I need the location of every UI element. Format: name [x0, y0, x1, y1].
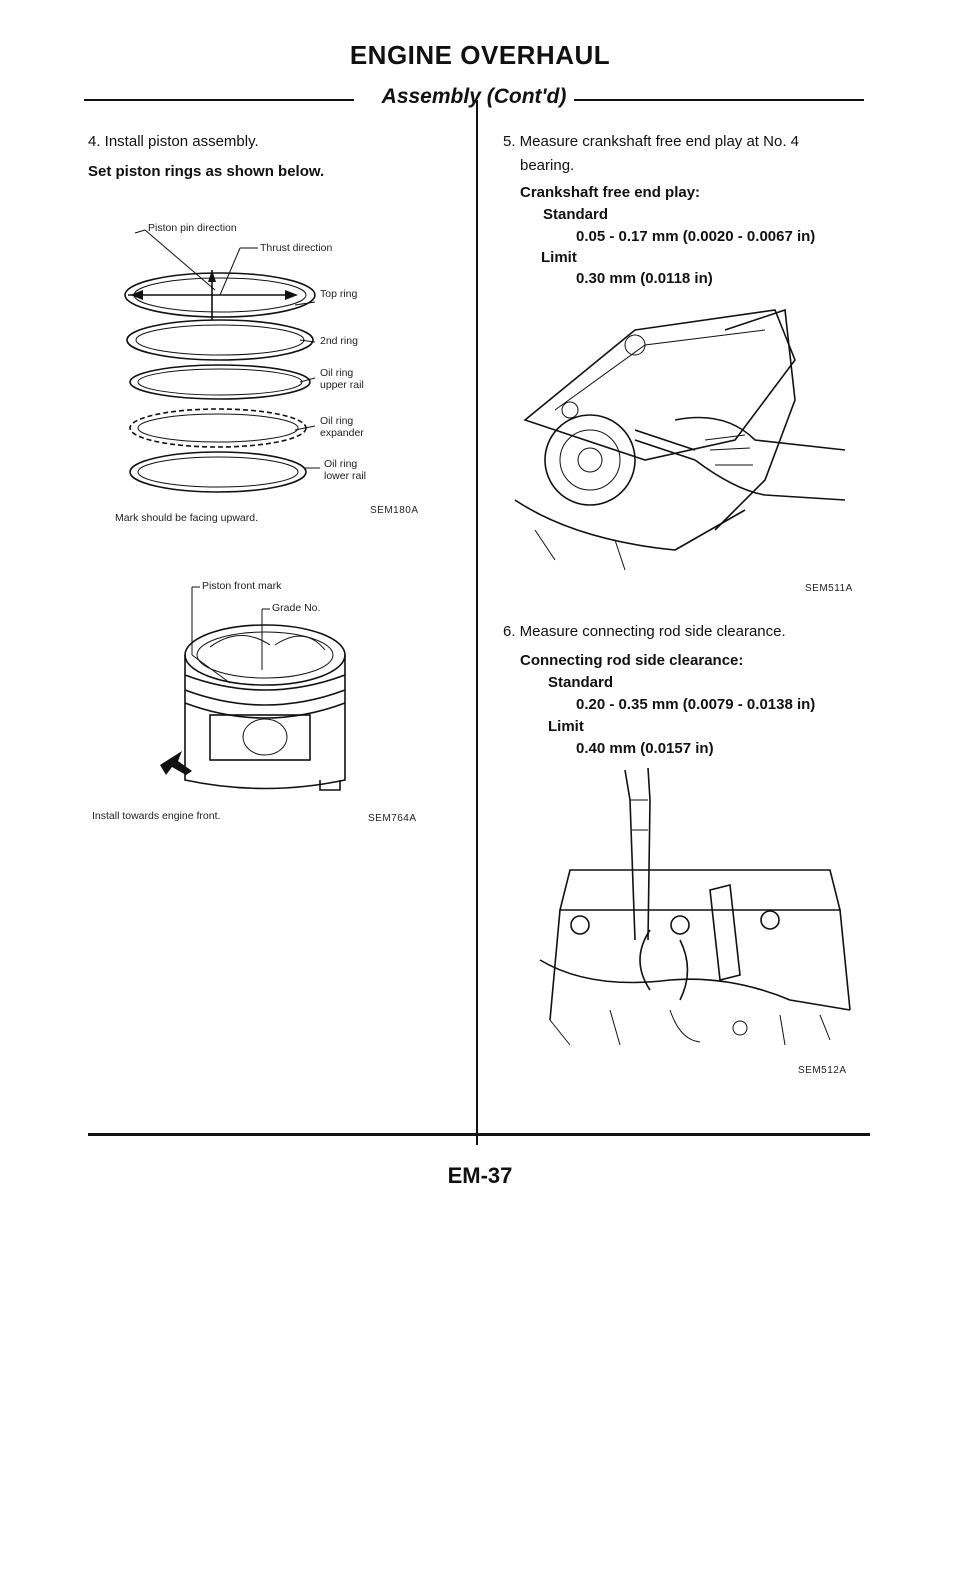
step-5-limit-label: Limit: [541, 249, 577, 266]
crankshaft-end-play-illustration: [514, 308, 846, 571]
step-6-text: 6. Measure connecting rod side clearance…: [503, 623, 786, 640]
step-6-standard-value: 0.20 - 0.35 mm (0.0079 - 0.0138 in): [576, 696, 816, 713]
piston-rings-figure: Piston pin direction Thrust direction To…: [100, 210, 460, 530]
subtitle-rule-right: [574, 99, 864, 101]
step-6-standard-label: Standard: [548, 674, 614, 691]
label-install-towards-front: Install towards engine front.: [92, 810, 221, 822]
label-oil-ring-upper-2: upper rail: [320, 379, 364, 391]
step-5-text-line2: bearing.: [520, 157, 575, 174]
figure-code-sem764a: SEM764A: [368, 813, 417, 824]
subtitle-rule-left: [84, 99, 354, 101]
crankshaft-end-play-figure: SEM511A: [495, 300, 875, 600]
page-number: EM-37: [447, 1163, 513, 1188]
label-top-ring: Top ring: [320, 288, 358, 300]
step-5-limit-value: 0.30 mm (0.0118 in): [576, 270, 713, 287]
step-4-text: 4. Install piston assembly.: [88, 133, 259, 150]
rod-side-clearance-illustration: [539, 767, 851, 1046]
label-thrust-direction: Thrust direction: [260, 242, 333, 254]
label-oil-ring-expander-2: expander: [320, 427, 364, 439]
step-6-limit-label: Limit: [548, 718, 584, 735]
page-title: ENGINE OVERHAUL: [349, 40, 611, 70]
rod-side-clearance-figure: SEM512A: [530, 760, 875, 1080]
step-5-spec-title: Crankshaft free end play:: [520, 184, 701, 201]
figure-code-sem180a: SEM180A: [370, 505, 419, 516]
step-6-spec-title: Connecting rod side clearance:: [520, 652, 744, 669]
bottom-rule: [88, 1133, 870, 1136]
piston-figure: Piston front mark Grade No. Install towa…: [92, 575, 460, 825]
label-piston-pin-direction: Piston pin direction: [148, 222, 237, 234]
label-oil-ring-lower-1: Oil ring: [324, 458, 358, 470]
step-4-note: Set piston rings as shown below.: [88, 163, 325, 180]
label-grade-no: Grade No.: [272, 602, 321, 614]
label-mark-facing: Mark should be facing upward.: [115, 512, 258, 524]
piston-diagram: [160, 586, 346, 791]
label-oil-ring-expander-1: Oil ring: [320, 415, 354, 427]
label-oil-ring-upper-1: Oil ring: [320, 367, 354, 379]
step-5-standard-value: 0.05 - 0.17 mm (0.0020 - 0.0067 in): [576, 228, 816, 245]
label-2nd-ring: 2nd ring: [320, 335, 358, 347]
section-subtitle-row: Assembly (Cont'd): [84, 85, 864, 115]
step-5-standard-label: Standard: [543, 206, 609, 223]
step-5-text-line1: 5. Measure crankshaft free end play at N…: [503, 133, 799, 150]
figure-code-sem511a: SEM511A: [805, 583, 853, 594]
label-oil-ring-lower-2: lower rail: [324, 470, 367, 482]
step-6-limit-value: 0.40 mm (0.0157 in): [576, 740, 714, 757]
figure-code-sem512a: SEM512A: [798, 1065, 847, 1076]
piston-rings-diagram: [124, 229, 320, 493]
section-subtitle: Assembly (Cont'd): [375, 85, 573, 108]
column-divider: [476, 100, 478, 1145]
label-piston-front-mark: Piston front mark: [202, 580, 282, 592]
